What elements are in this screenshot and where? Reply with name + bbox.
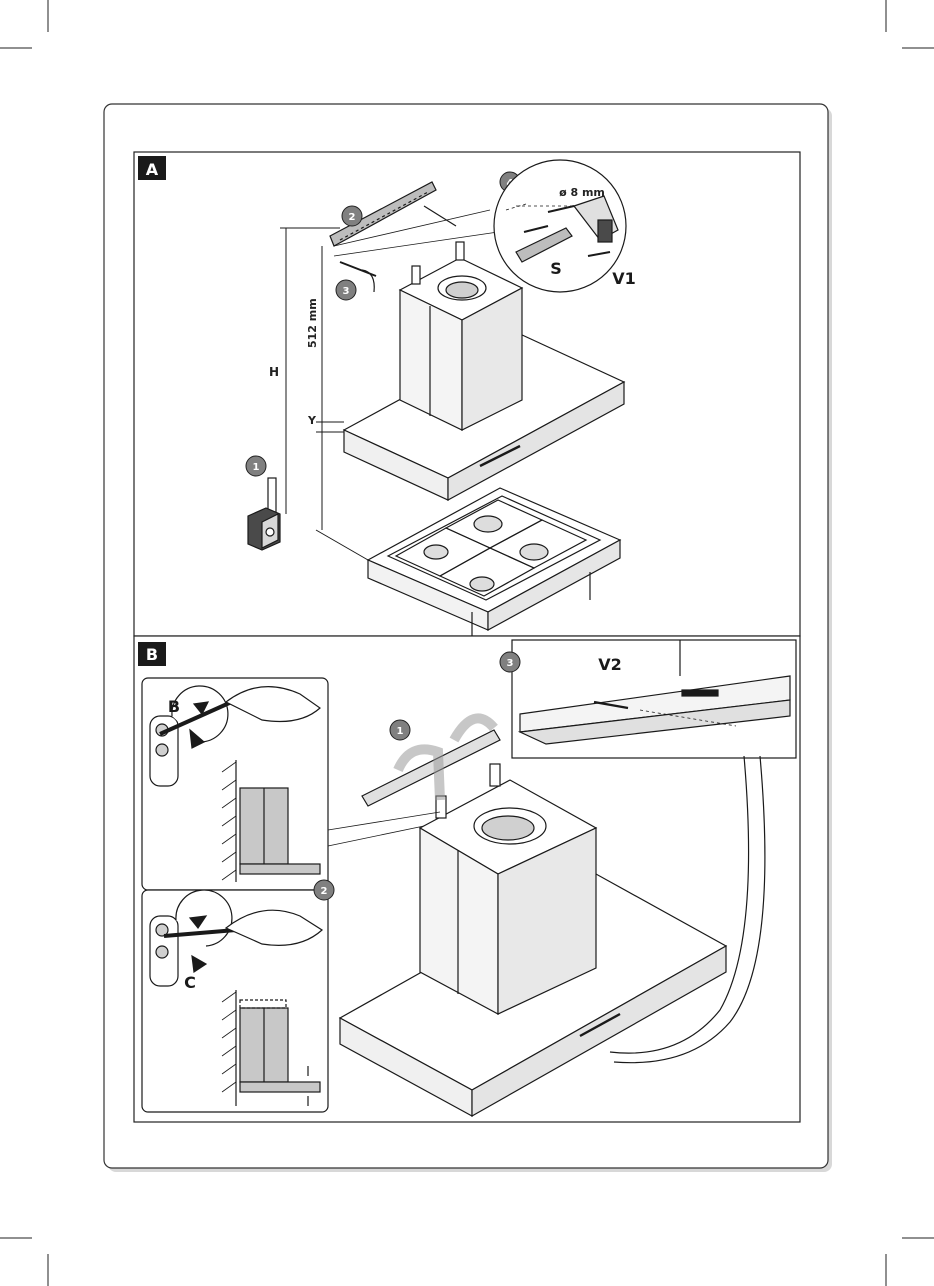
svg-text:1: 1	[253, 462, 260, 473]
screw-b-label: B	[168, 697, 180, 716]
part-s-label: S	[550, 259, 562, 278]
step-badge-a-3: 3	[336, 280, 356, 300]
dimension-y-label: Y	[307, 414, 317, 427]
step-badge-b-2: 2	[314, 880, 334, 900]
step-badge-a-2: 2	[342, 206, 362, 226]
detail-box-screw-c	[142, 890, 328, 1112]
step-badge-a-1: 1	[246, 456, 266, 476]
dimension-512-label: 512 mm	[306, 298, 319, 348]
dimension-h-label: H	[269, 365, 279, 379]
drill-size-label: ø 8 mm	[559, 186, 605, 199]
panel-b: B B	[134, 636, 800, 1122]
panel-a: A	[134, 152, 800, 636]
part-v2-label: V2	[598, 655, 622, 674]
panel-b-tag: B	[146, 645, 158, 664]
panel-a-tag: A	[146, 160, 159, 179]
step-badge-b-3: 3	[500, 652, 520, 672]
svg-text:3: 3	[343, 286, 350, 297]
svg-text:2: 2	[349, 212, 356, 223]
svg-text:1: 1	[397, 726, 404, 737]
svg-text:2: 2	[321, 886, 328, 897]
screw-c-label: C	[184, 973, 196, 992]
svg-text:3: 3	[507, 658, 514, 669]
part-v1-label: V1	[612, 269, 636, 288]
step-badge-b-1: 1	[390, 720, 410, 740]
